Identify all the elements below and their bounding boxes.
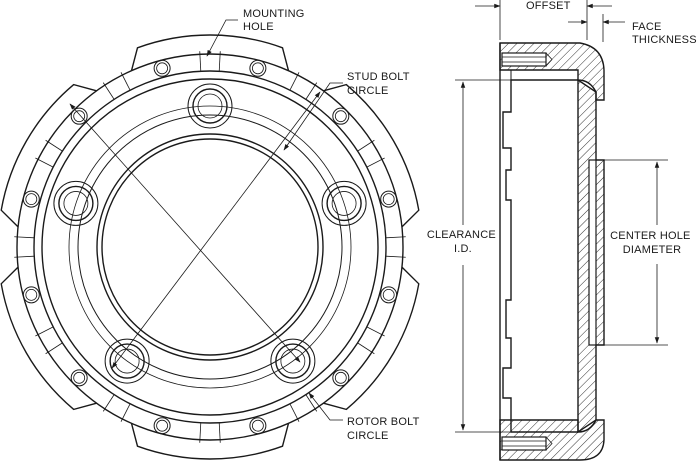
- mounting-hole: [22, 286, 40, 304]
- mounting-hole-bore: [156, 419, 169, 432]
- face-step-circle: [77, 114, 343, 380]
- front-view: [0, 34, 420, 460]
- flange-rib: [199, 422, 202, 443]
- mounting-hole-leader: [206, 19, 238, 57]
- mounting-hole-bore: [25, 288, 38, 301]
- mounting-hole-label: MOUNTING HOLE: [243, 8, 308, 33]
- flange-rib: [45, 342, 63, 355]
- center-hole-inner: [101, 138, 319, 356]
- stud-hole-bore: [331, 191, 357, 216]
- stud-hole-boss: [321, 180, 367, 226]
- flange-lobe: [130, 34, 290, 71]
- flange-lobe: [0, 83, 97, 228]
- flange-rib: [305, 82, 318, 100]
- section-stud-hole-top: [501, 52, 547, 67]
- flange-rib: [289, 403, 300, 422]
- mounting-hole-bore: [334, 110, 347, 123]
- flange-rib: [385, 255, 406, 258]
- stud-bolt-circle-label: STUD BOLT CIRCLE: [347, 71, 413, 97]
- mounting-hole-bore: [334, 371, 347, 384]
- flange-rib: [357, 342, 375, 355]
- flange-rib: [357, 139, 375, 152]
- flange-rib: [218, 51, 221, 72]
- mounting-hole-bore: [73, 371, 86, 384]
- mounting-hole-bore: [251, 62, 264, 75]
- face-thickness-label: FACE THICKNESS: [632, 21, 697, 46]
- mounting-hole-bore: [156, 62, 169, 75]
- mounting-hole-bore: [73, 110, 86, 123]
- center-hole-outer: [96, 133, 324, 361]
- stud-holes: [53, 83, 367, 384]
- flange-lobe: [323, 83, 420, 228]
- diameter-line-a: [69, 103, 301, 363]
- mounting-hole: [380, 286, 398, 304]
- center-hole-diameter-label: CENTER HOLE DIAMETER: [610, 230, 694, 256]
- flange-lobe: [130, 423, 290, 460]
- flange-rib: [35, 157, 54, 168]
- clearance-id-label: CLEARANCE I.D.: [427, 229, 499, 255]
- stud-bolt-leader: [283, 82, 343, 151]
- mounting-hole: [332, 369, 350, 387]
- section-stud-hole-bottom: [501, 436, 547, 451]
- mounting-hole: [249, 417, 267, 435]
- flange-rib: [120, 403, 131, 422]
- section-center-hole-relief: [588, 159, 597, 346]
- flange-rib: [385, 236, 406, 239]
- section-view: [499, 42, 605, 461]
- flange-rib: [199, 51, 202, 72]
- outer-flange-lobes: [0, 34, 420, 460]
- mounting-holes: [22, 59, 398, 435]
- flange-rib: [120, 72, 131, 91]
- mounting-hole-bore: [25, 193, 38, 206]
- flange-rib: [45, 139, 63, 152]
- flange-rib: [102, 394, 115, 412]
- flange-rib: [366, 157, 385, 168]
- mounting-hole-bore: [382, 288, 395, 301]
- flange-edge-circle: [16, 53, 404, 441]
- mounting-hole: [153, 59, 171, 77]
- mounting-hole: [332, 107, 350, 125]
- flange-ribs: [14, 51, 406, 443]
- rotor-bolt-leader: [308, 392, 343, 421]
- hat-wall-circle: [41, 78, 379, 416]
- mounting-hole: [70, 369, 88, 387]
- flange-rib: [14, 255, 35, 258]
- flange-lobe: [0, 266, 97, 411]
- flange-lobe: [323, 266, 420, 411]
- mounting-hole: [153, 417, 171, 435]
- flange-rib: [366, 326, 385, 337]
- flange-rib: [35, 326, 54, 337]
- inner-wall-profile: [502, 79, 578, 433]
- flange-rib: [218, 422, 221, 443]
- flange-rib: [289, 72, 300, 91]
- flange-rib: [102, 82, 115, 100]
- diameter-line-b: [111, 91, 321, 369]
- mounting-hole: [22, 190, 40, 208]
- mounting-hole: [249, 59, 267, 77]
- rotor-bolt-circle-label: ROTOR BOLT CIRCLE: [347, 416, 423, 442]
- mounting-hole-bore: [382, 193, 395, 206]
- mounting-hole-bore: [251, 419, 264, 432]
- hat-outer-circle: [33, 70, 387, 424]
- offset-label: OFFSET: [526, 0, 571, 12]
- stud-hole: [326, 185, 362, 222]
- flange-rib: [14, 236, 35, 239]
- flange-rib: [305, 394, 318, 412]
- mounting-hole: [380, 190, 398, 208]
